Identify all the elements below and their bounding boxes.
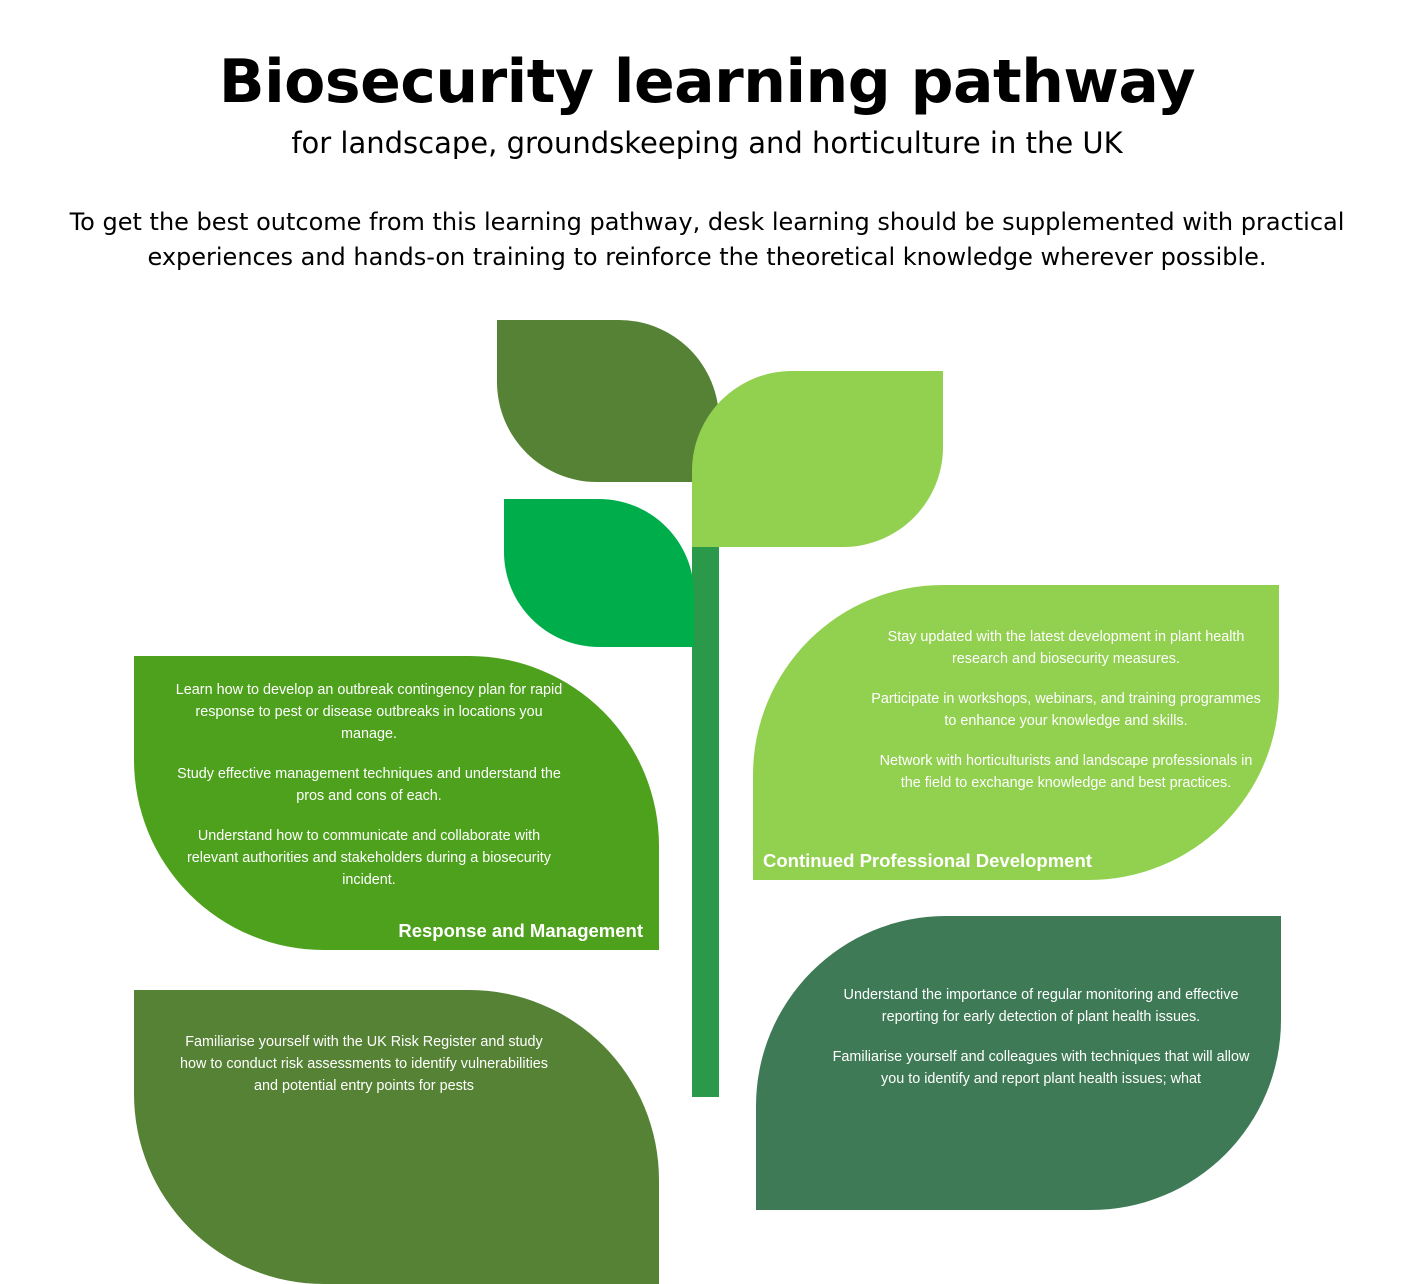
cpd-leaf: Stay updated with the latest development…: [753, 585, 1279, 880]
detection-item: Familiarise yourself and colleagues with…: [832, 1049, 1250, 1087]
page-title: Biosecurity learning pathway: [218, 47, 1196, 117]
cpd-item: Participate in workshops, webinars, and …: [871, 691, 1261, 729]
cpd-item: Network with horticulturists and landsca…: [879, 753, 1253, 791]
page-subtitle: for landscape, groundskeeping and hortic…: [291, 126, 1123, 160]
response-management-title: Response and Management: [398, 920, 643, 941]
response-item: Understand how to communicate and collab…: [187, 828, 551, 888]
response-item: Study effective management techniques an…: [177, 766, 561, 804]
detection-item: Understand the importance of regular mon…: [843, 987, 1239, 1025]
leaf-emerald: [504, 499, 694, 647]
plant-stem: [692, 540, 719, 1097]
detection-leaf: Understand the importance of regular mon…: [756, 916, 1281, 1210]
response-item: Learn how to develop an outbreak conting…: [175, 682, 563, 742]
leaf-light-green: [692, 371, 943, 547]
prevention-item: Familiarise yourself with the UK Risk Re…: [180, 1034, 548, 1094]
intro-line: To get the best outcome from this learni…: [69, 208, 1345, 236]
cpd-item: Stay updated with the latest development…: [887, 629, 1245, 667]
cpd-title: Continued Professional Development: [763, 850, 1092, 871]
leaf-dark-green: [497, 320, 719, 482]
intro-text: To get the best outcome from this learni…: [50, 205, 1364, 275]
prevention-leaf: Familiarise yourself with the UK Risk Re…: [134, 990, 659, 1284]
intro-line: experiences and hands-on training to rei…: [147, 243, 1267, 271]
response-management-leaf: Learn how to develop an outbreak conting…: [134, 656, 659, 950]
